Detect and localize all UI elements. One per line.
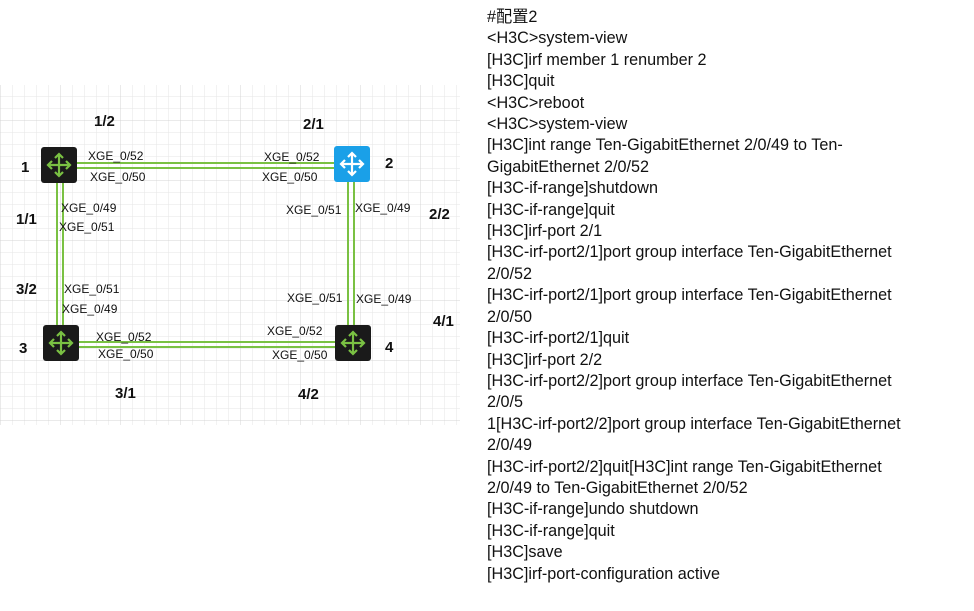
irf-port-label-1-2: 1/2	[94, 113, 115, 130]
config-line: [H3C]save	[487, 543, 563, 562]
config-line: [H3C-irf-port2/1]port group interface Te…	[487, 286, 892, 305]
interface-label: XGE_0/51	[59, 220, 115, 234]
config-line: 2/0/49	[487, 436, 533, 455]
irf-port-label-2-1: 2/1	[303, 116, 324, 133]
switch-icon	[48, 330, 74, 356]
config-line: [H3C-irf-port2/2]port group interface Te…	[487, 371, 892, 390]
config-line: [H3C-irf-port2/2]quit[H3C]int range Ten-…	[487, 457, 882, 476]
config-line: [H3C-irf-port2/1]port group interface Te…	[487, 243, 892, 262]
interface-label: XGE_0/52	[264, 150, 320, 164]
config-line: [H3C-if-range]quit	[487, 200, 615, 219]
interface-label: XGE_0/51	[286, 203, 342, 217]
irf-port-label-4-2: 4/2	[298, 386, 319, 403]
switch-node-3[interactable]	[43, 325, 79, 361]
config-line: <H3C>reboot	[487, 93, 585, 112]
config-line: [H3C-if-range]quit	[487, 521, 615, 540]
interface-label: XGE_0/52	[88, 149, 144, 163]
interface-label: XGE_0/49	[356, 292, 412, 306]
config-line: [H3C-irf-port2/1]quit	[487, 329, 630, 348]
config-line: [H3C]irf-port 2/2	[487, 350, 603, 369]
node-label-4: 4	[385, 339, 394, 356]
grid-background	[0, 85, 460, 425]
interface-label: XGE_0/49	[62, 302, 118, 316]
irf-port-label-3-2: 3/2	[16, 281, 37, 298]
config-line: <H3C>system-view	[487, 29, 628, 48]
switch-node-2[interactable]	[334, 146, 370, 182]
switch-icon	[340, 330, 366, 356]
node-label-3: 3	[19, 340, 27, 357]
node-label-1: 1	[21, 159, 29, 176]
config-line: [H3C-if-range]shutdown	[487, 179, 658, 198]
link-2-4	[347, 165, 355, 343]
config-line: #配置2	[487, 8, 538, 26]
interface-label: XGE_0/51	[287, 291, 343, 305]
config-line: 2/0/5	[487, 393, 524, 412]
interface-label: XGE_0/51	[64, 282, 120, 296]
switch-node-4[interactable]	[335, 325, 371, 361]
switch-node-1[interactable]	[41, 147, 77, 183]
config-line: GigabitEthernet 2/0/52	[487, 157, 649, 176]
irf-port-label-2-2: 2/2	[429, 206, 450, 223]
config-line: [H3C]irf member 1 renumber 2	[487, 50, 707, 69]
interface-label: XGE_0/50	[272, 348, 328, 362]
irf-port-label-4-1: 4/1	[433, 313, 454, 330]
interface-label: XGE_0/49	[355, 201, 411, 215]
node-label-2: 2	[385, 155, 393, 172]
config-line: [H3C]quit	[487, 72, 555, 91]
interface-label: XGE_0/50	[90, 170, 146, 184]
config-line: [H3C]irf-port 2/1	[487, 222, 603, 241]
config-line: [H3C]irf-port-configuration active	[487, 564, 721, 583]
config-command-listing: #配置2 <H3C>system-view [H3C]irf member 1 …	[487, 7, 967, 585]
config-line: 2/0/50	[487, 307, 533, 326]
link-3-4	[60, 341, 352, 348]
config-line: 2/0/49 to Ten-GigabitEthernet 2/0/52	[487, 478, 748, 497]
irf-port-label-1-1: 1/1	[16, 211, 37, 228]
interface-label: XGE_0/49	[61, 201, 117, 215]
interface-label: XGE_0/52	[96, 330, 152, 344]
config-line: 1[H3C-irf-port2/2]port group interface T…	[487, 414, 901, 433]
config-line: [H3C-if-range]undo shutdown	[487, 500, 699, 519]
config-line: [H3C]int range Ten-GigabitEthernet 2/0/4…	[487, 136, 843, 155]
irf-topology-diagram: 1 2 3 4 1/2 2/1 1/1 2/2 3/2 4/1 3/1 4/2 …	[0, 85, 460, 425]
irf-port-label-3-1: 3/1	[115, 385, 136, 402]
link-1-2	[60, 162, 352, 169]
switch-icon	[339, 151, 365, 177]
interface-label: XGE_0/50	[262, 170, 318, 184]
interface-label: XGE_0/52	[267, 324, 323, 338]
link-1-3	[56, 165, 64, 343]
interface-label: XGE_0/50	[98, 347, 154, 361]
config-line: 2/0/52	[487, 264, 533, 283]
switch-icon	[46, 152, 72, 178]
config-line: <H3C>system-view	[487, 115, 628, 134]
